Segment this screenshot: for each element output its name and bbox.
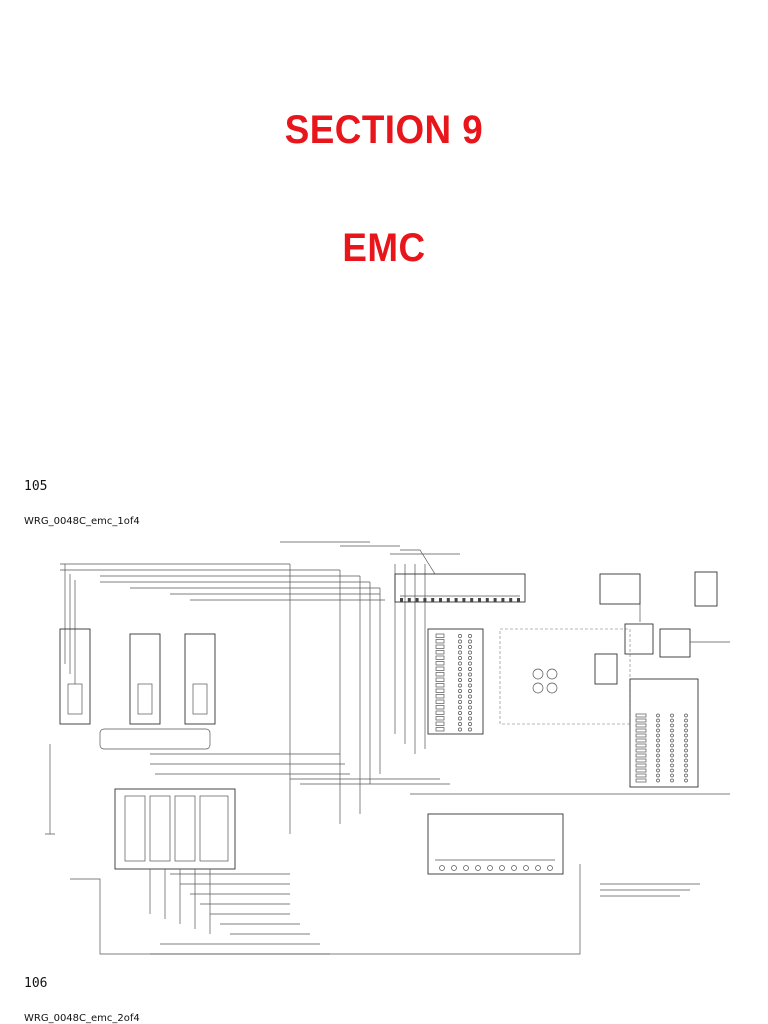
motor-block xyxy=(599,571,730,658)
relay-bank xyxy=(427,628,484,735)
harness-lines xyxy=(60,541,460,834)
section-subtitle: EMC xyxy=(342,226,426,270)
wiring-diagram xyxy=(40,534,740,964)
terminal-board xyxy=(629,678,699,788)
power-supply xyxy=(427,813,564,875)
page-number: 105 xyxy=(24,479,48,494)
wiring-schematic-icon xyxy=(45,541,730,955)
contactor xyxy=(532,653,618,694)
section-title: SECTION 9 xyxy=(284,108,484,152)
controller-module xyxy=(114,788,236,870)
enclosure-outline xyxy=(499,628,631,725)
ground-lead xyxy=(45,744,55,835)
notes-block xyxy=(600,883,700,897)
lower-bus xyxy=(70,753,730,955)
diagram-caption: WRG_0048C_emc_1of4 xyxy=(24,516,140,527)
drive-modules xyxy=(59,628,216,750)
terminal-strip-top xyxy=(394,573,526,603)
page-number: 106 xyxy=(24,976,48,991)
diagram-caption: WRG_0048C_emc_2of4 xyxy=(24,1013,140,1024)
